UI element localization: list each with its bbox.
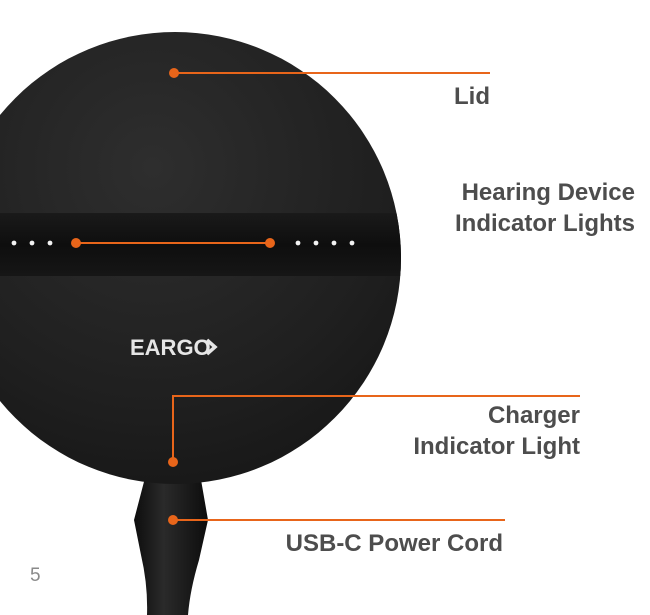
callouts <box>76 72 580 521</box>
logo-chevron <box>205 338 218 356</box>
eargo-logo: EARGO <box>130 335 218 360</box>
label-lid: Lid <box>454 81 490 112</box>
charger-case <box>0 32 401 484</box>
callout-line-charger <box>172 395 580 462</box>
usb-cord <box>134 474 208 615</box>
label-charger-line2: Indicator Light <box>413 433 580 460</box>
hearing-indicator-dots <box>11 240 355 246</box>
label-hearing-line1: Hearing Device <box>461 179 635 206</box>
page-number: 5 <box>30 565 41 586</box>
label-hearing-line2: Indicator Lights <box>455 210 635 237</box>
label-charger-line1: Charger <box>487 402 580 429</box>
label-usb-text: USB-C Power Cord <box>285 530 503 557</box>
callout-dots <box>71 68 275 525</box>
svg-text:EARGO: EARGO <box>130 335 211 360</box>
callout-dot-usb <box>168 515 178 525</box>
callout-dot-charger <box>168 457 178 467</box>
callout-dot-hearing-right <box>265 238 275 248</box>
label-charger-indicator-light: Charger Indicator Light <box>413 400 580 462</box>
indicator-dot <box>47 240 53 246</box>
label-hearing-device-indicator-lights: Hearing Device Indicator Lights <box>455 177 635 239</box>
indicator-dot <box>11 240 17 246</box>
indicator-dot <box>313 240 319 246</box>
label-lid-text: Lid <box>454 83 490 110</box>
indicator-dot <box>29 240 35 246</box>
indicator-dot <box>349 240 355 246</box>
callout-dot-hearing-left <box>71 238 81 248</box>
indicator-dot <box>331 240 337 246</box>
indicator-dot <box>295 240 301 246</box>
callout-dot-lid <box>169 68 179 78</box>
indicator-band <box>0 213 401 276</box>
label-usb-c-power-cord: USB-C Power Cord <box>286 528 503 559</box>
